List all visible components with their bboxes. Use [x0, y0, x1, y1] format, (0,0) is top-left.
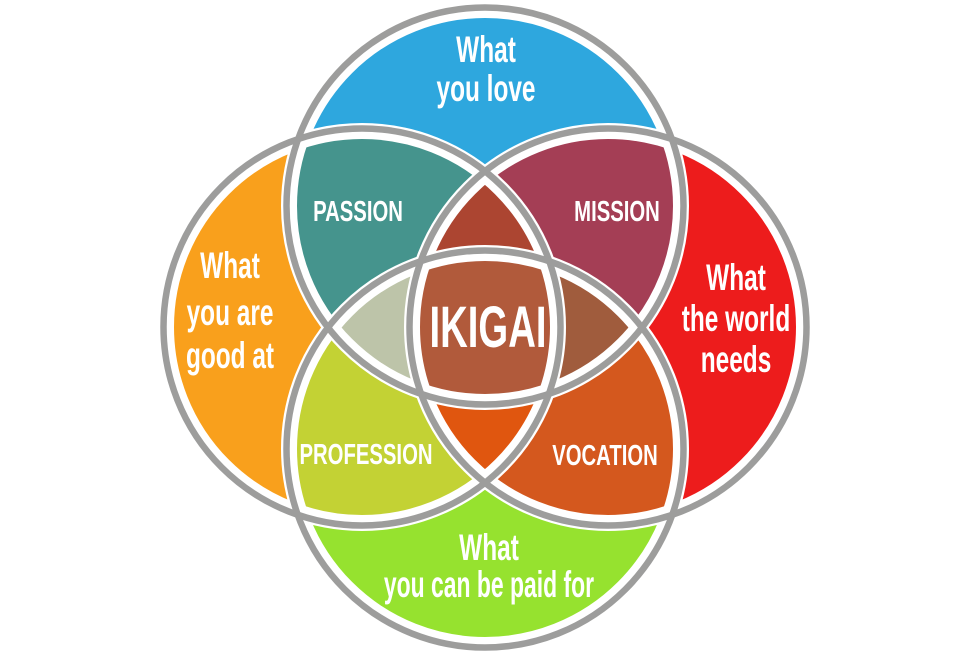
ikigai-center-label: IKIGAI [430, 296, 547, 360]
top-circle-label-line1: What [456, 29, 516, 70]
right-circle-label-line2: the world [682, 298, 790, 339]
right-circle-ring [406, 125, 810, 529]
mission-label: MISSION [574, 196, 660, 228]
bottom-circle-label-line2: you can be paid for [384, 563, 594, 605]
bottom-circle-ring [283, 247, 687, 651]
top-circle-ring [283, 4, 687, 408]
top-circle-label-line2: you love [436, 68, 535, 109]
right-circle-label-line1: What [706, 257, 766, 298]
left-circle-ring [160, 125, 564, 529]
profession-label: PROFESSION [299, 439, 432, 471]
bottom-lens-region [417, 258, 553, 518]
left-circle-label-line3: good at [186, 335, 275, 376]
left-circle-label-line2: you are [187, 292, 274, 333]
vocation-label: VOCATION [552, 440, 658, 472]
outline-rings [160, 4, 810, 651]
bottom-circle-label-line1: What [459, 527, 519, 568]
passion-label: PASSION [313, 196, 403, 228]
top-lens-region [417, 136, 553, 397]
right-circle-label-line3: needs [701, 339, 772, 380]
left-circle-label-line1: What [200, 245, 260, 286]
left-lens-region [294, 258, 553, 397]
right-lens-region [417, 258, 676, 397]
